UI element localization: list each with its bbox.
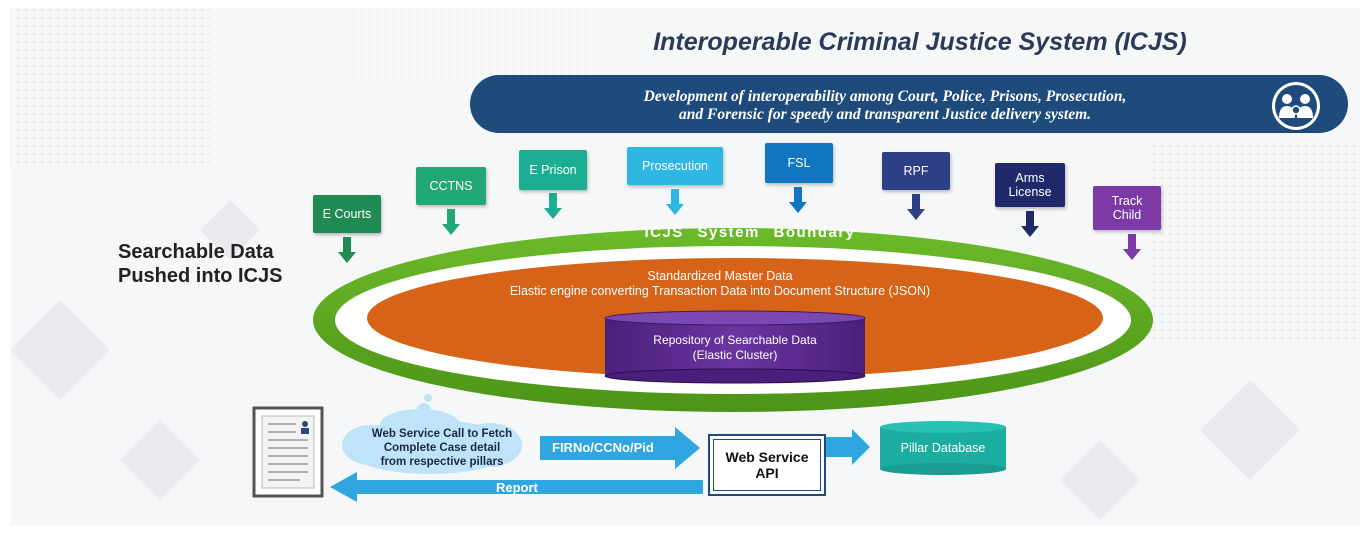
report-arrow-label: Report xyxy=(496,480,538,495)
pillar-track-child: Track Child xyxy=(1093,186,1161,230)
arrow-prosecution xyxy=(666,189,684,215)
pillar-database-label: Pillar Database xyxy=(900,441,986,455)
pillar-arrows xyxy=(338,187,1141,263)
repository-cylinder xyxy=(604,310,866,384)
pillar-database-cylinder xyxy=(880,421,1006,475)
pillar-cctns: CCTNS xyxy=(416,167,486,205)
arrow-eprison xyxy=(544,193,562,219)
page-title: Interoperable Criminal Justice System (I… xyxy=(653,28,1187,56)
web-service-api-box: Web Service API xyxy=(708,434,826,496)
banner-line-2: and Forensic for speedy and transparent … xyxy=(678,106,1092,123)
arrow-fsl xyxy=(789,187,807,213)
arrow-cctns xyxy=(442,209,460,235)
mission-banner xyxy=(470,75,1348,133)
request-arrow xyxy=(540,427,700,469)
db-arrow xyxy=(826,429,870,465)
pillar-rpf: RPF xyxy=(882,152,950,190)
arrow-arms-license xyxy=(1021,211,1039,237)
master-data-text: Standardized Master Data Elastic engine … xyxy=(509,269,931,298)
banner-text: Development of interoperability among Co… xyxy=(490,88,1280,124)
pillar-eprison: E Prison xyxy=(519,150,587,190)
pillar-fsl: FSL xyxy=(765,143,833,183)
repository-label: Repository of Searchable Data (Elastic C… xyxy=(653,333,817,362)
cloud-label: Web Service Call to Fetch Complete Case … xyxy=(371,428,513,468)
banner-line-1: Development of interoperability among Co… xyxy=(643,88,1127,105)
request-arrow-label: FIRNo/CCNo/Pid xyxy=(552,440,654,455)
people-icon xyxy=(1272,82,1320,130)
pillar-arms-license: Arms License xyxy=(995,163,1065,207)
arrow-track-child xyxy=(1123,234,1141,260)
web-service-call-cloud xyxy=(342,394,522,474)
boundary-label: ICJS System Boundary xyxy=(644,224,856,241)
searchable-data-label: Searchable Data Pushed into ICJS xyxy=(118,241,283,287)
arrow-rpf xyxy=(907,194,925,220)
pillar-ecourts: E Courts xyxy=(313,195,381,233)
report-arrow xyxy=(330,472,703,502)
case-document-icon xyxy=(252,406,324,498)
arrow-ecourts xyxy=(338,237,356,263)
pillar-prosecution: Prosecution xyxy=(627,147,723,185)
